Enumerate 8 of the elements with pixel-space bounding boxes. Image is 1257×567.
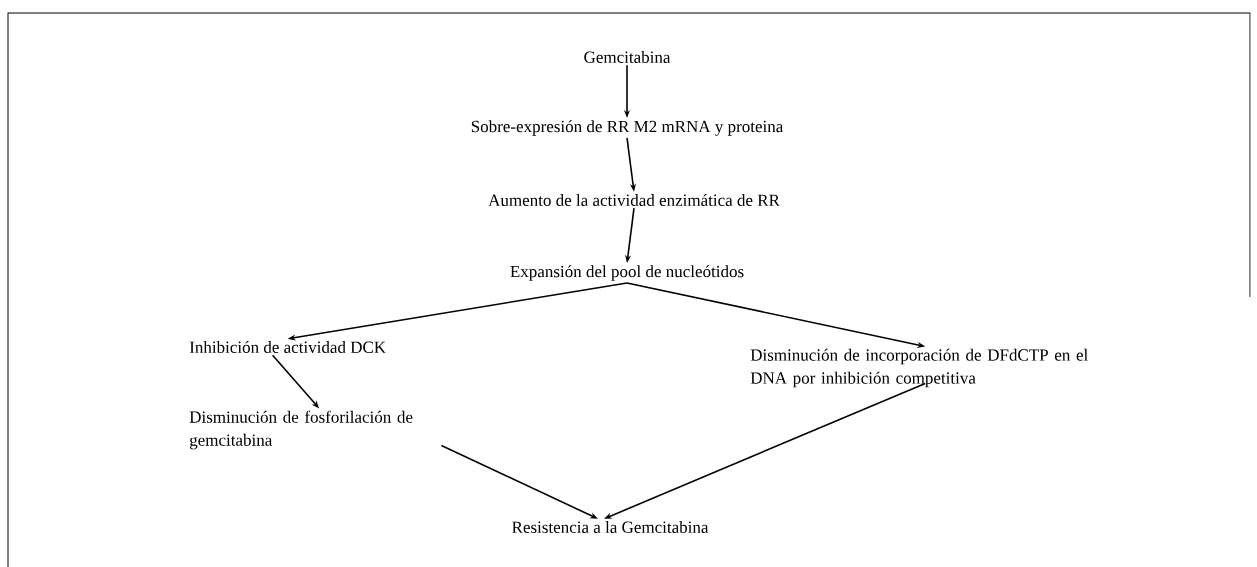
text-label: Expansión del pool de nucleótidos [510,265,744,281]
text-label: Disminución de fosforilación de gemcitabina [189,410,413,450]
text-label: Sobre-expresión de RR M2 mRNA y proteina [471,120,784,136]
text-label: Aumento de la actividad enzimática de RR [488,194,780,206]
text-label: Resistencia a la Gemcitabina [512,521,709,533]
text-label: Gemcitabina [584,51,671,63]
text-label: Inhibición de actividad DCK [189,341,386,353]
text-label: Disminución de incorporación de DFdCTP en el DNA por inhibición competitiva [750,348,1088,388]
